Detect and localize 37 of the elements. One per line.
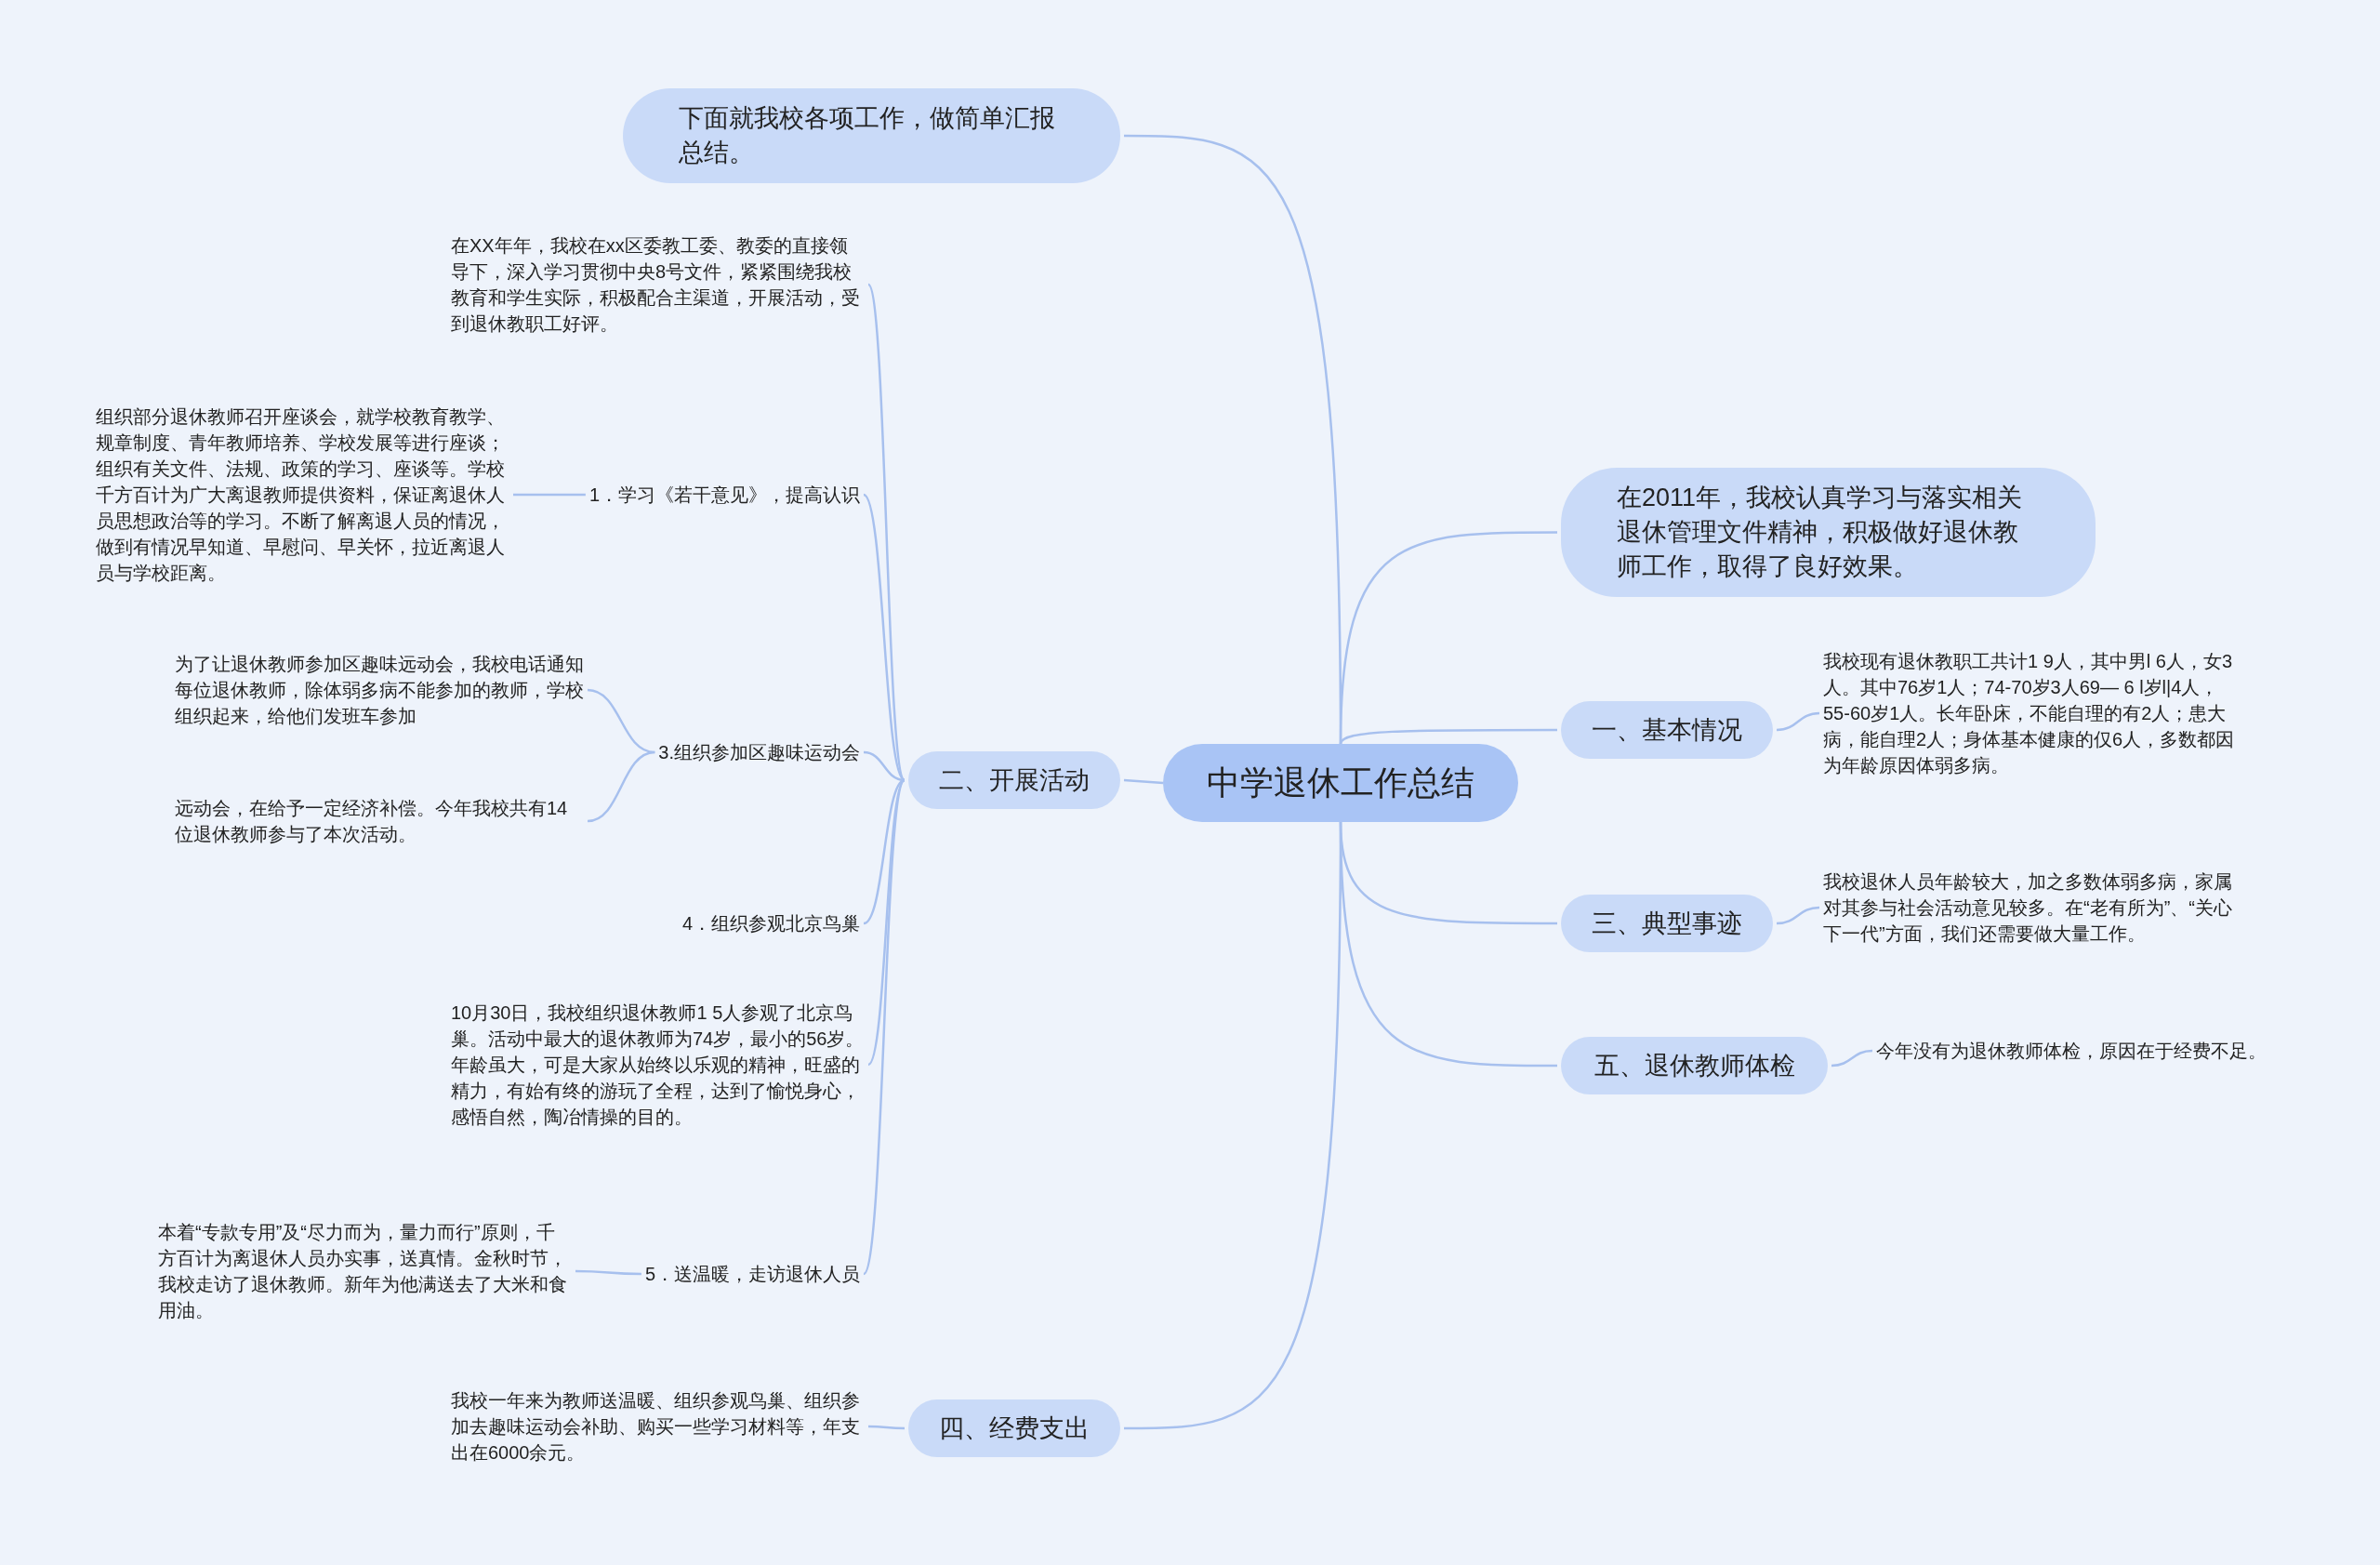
connector-line [1339, 821, 1557, 1068]
note-text: 10月30日，我校组织退休教师1 5人参观了北京鸟巢。活动中最大的退休教师为74岁，最小的56岁。年龄虽大，可是大家从始终以乐观的精神，旺盛的精力，有始有终的游玩了全程，达到了愉悦身心，感悟自然，陶冶情操的目的。 [451, 1000, 865, 1130]
connector-line [513, 493, 586, 497]
topic-box: 四、经费支出 [908, 1399, 1120, 1457]
connector-line [587, 750, 655, 823]
connector-line [868, 1425, 905, 1430]
topic-box: 五、退休教师体检 [1561, 1037, 1828, 1094]
note-text: 今年没有为退休教师体检，原因在于经费不足。 [1876, 1038, 2294, 1064]
topic-box: 下面就我校各项工作，做简单汇报总结。 [623, 88, 1120, 183]
connector-line [1339, 728, 1557, 745]
connector-line [867, 779, 906, 1066]
note-text: 我校一年来为教师送温暖、组织参观鸟巢、组织参加去趣味运动会补助、购买一些学习材料等，年支出在6000余元。 [451, 1387, 865, 1466]
note-text: 本着“专款专用”及“尽力而为，量力而行”原则，千方百计为离退休人员办实事，送真情。金秋时节，我校走访了退休教师。新年为他满送去了大米和食用油。 [158, 1219, 572, 1323]
connector-line [866, 284, 906, 781]
note-text: 远动会，在给予一定经济补偿。今年我校共有14位退休教师参与了本次活动。 [175, 795, 584, 847]
note-text: 我校现有退休教职工共计1 9人，其中男l 6人，女3人。其中76岁1人；74-70岁3人69— 6 l岁l|4人，55-60岁1人。长年卧床，不能自理的有2人；患大病，能自理2人；身体基本健康的仅6人，多数都因为年龄原因体弱多病。 [1823, 648, 2237, 778]
subtopic-text: 3.组织参加区趣味运动会 [658, 739, 860, 765]
connector-line [862, 779, 906, 1275]
connector-line [863, 494, 906, 781]
topic-box: 三、典型事迹 [1561, 895, 1773, 952]
topic-box: 一、基本情况 [1561, 701, 1773, 759]
note-text: 为了让退休教师参加区趣味远动会，我校电话通知每位退休教师，除体弱多病不能参加的教师，学校组织起来，给他们发班车参加 [175, 651, 584, 729]
subtopic-text: 1．学习《若干意见》，提高认识 [588, 482, 860, 508]
connector-line [1831, 1049, 1873, 1068]
connector-line [575, 1269, 641, 1276]
note-text: 我校退休人员年龄较大，加之多数体弱多病，家属对其参与社会活动意见较多。在“老有所为”、“关心下一代”方面，我们还需要做大量工作。 [1823, 869, 2237, 947]
central-topic-box: 中学退休工作总结 [1163, 744, 1518, 822]
topic-box: 二、开展活动 [908, 751, 1120, 809]
subtopic-text: 5．送温暖，走访退休人员 [644, 1261, 860, 1287]
connector-line [1123, 778, 1164, 785]
subtopic-text: 4．组织参观北京鸟巢 [681, 910, 860, 936]
note-text: 组织部分退休教师召开座谈会，就学校教育教学、规章制度、青年教师培养、学校发展等进行座谈；组织有关文件、法规、政策的学习、座谈等。学校千方百计为广大离退教师提供资料，保证离退休人员思想政治等的学习。不断了解离退人员的情况，做到有情况早知道、早慰问、早关怀，拉近离退人员与学校距离。 [96, 404, 509, 586]
connector-line [587, 688, 655, 754]
connector-line [1776, 906, 1820, 925]
topic-box: 在2011年，我校认真学习与落实相关退休管理文件精神，积极做好退休教师工作，取得了良好效果。 [1561, 468, 2096, 597]
note-text: 在XX年年，我校在xx区委教工委、教委的直接领导下，深入学习贯彻中央8号文件，紧紧围绕我校教育和学生实际，积极配合主渠道，开展活动，受到退休教职工好评。 [451, 232, 865, 337]
connector-line [1776, 711, 1820, 732]
